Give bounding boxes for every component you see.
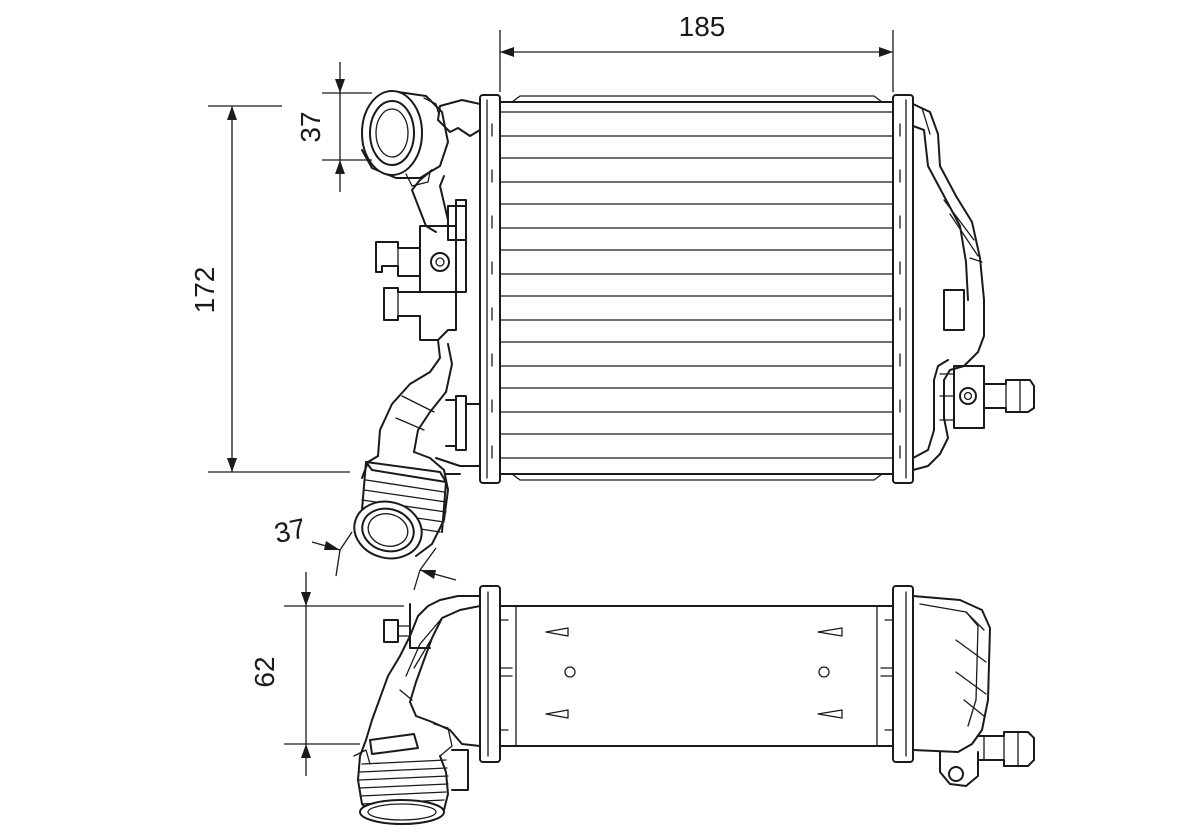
dimension-outlet-label: 37: [272, 512, 309, 549]
dimension-width: 185: [499, 11, 894, 92]
cooling-tubes: [499, 111, 894, 459]
outlet-pipe-bottom: [353, 451, 449, 560]
inlet-pipe-top: [361, 90, 449, 187]
dimension-height: 172: [189, 105, 350, 473]
corrugations-side: [358, 759, 449, 805]
front-view: 185 172 37: [189, 11, 1035, 591]
right-tank-side: [912, 595, 1035, 787]
dimension-depth: 62: [249, 572, 404, 776]
dimension-inlet-label: 37: [295, 111, 326, 142]
side-view: 62: [249, 572, 1035, 825]
right-tank: [912, 103, 1035, 471]
dimension-height-label: 172: [189, 267, 220, 314]
dimension-depth-label: 62: [249, 656, 280, 687]
core: [479, 94, 914, 484]
dimension-inlet: 37: [295, 62, 372, 192]
left-tank-side: [365, 595, 481, 791]
core-markers: [545, 627, 843, 719]
left-tank: [375, 99, 481, 475]
outlet-pipe-side: [353, 733, 449, 825]
dimension-width-label: 185: [679, 11, 726, 42]
dimension-outlet: 37: [272, 512, 457, 591]
